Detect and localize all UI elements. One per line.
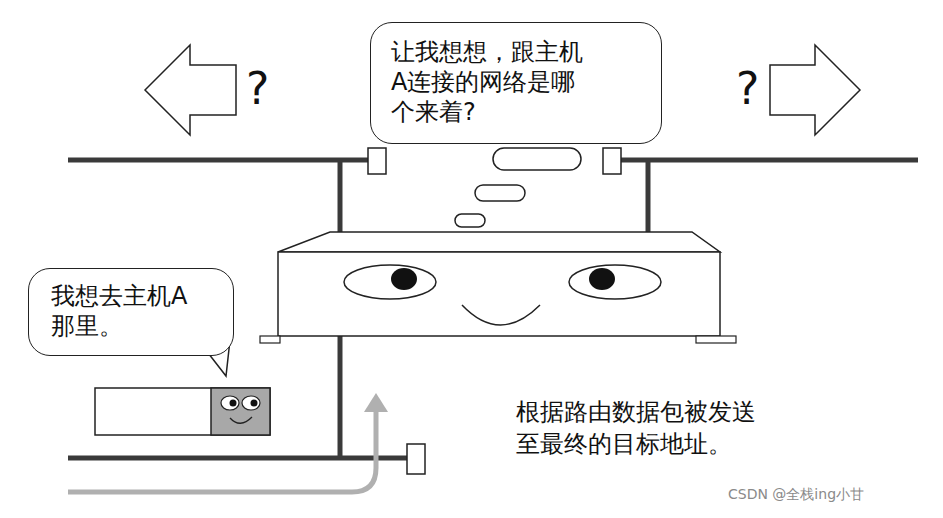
speech-bubble: 让我想想，跟主机 A连接的网络是哪 个来着?: [370, 22, 662, 144]
bubble-text: 让我想想，跟主机 A连接的网络是哪 个来着?: [391, 37, 591, 127]
question-mark: ?: [246, 62, 269, 115]
speech-bubble: 我想去主机A 那里。: [28, 268, 234, 356]
question-mark: ?: [736, 62, 759, 115]
bubble-text: 我想去主机A 那里。: [51, 281, 197, 341]
watermark: CSDN @全栈ing小甘: [728, 486, 864, 503]
caption-note: 根据路由数据包被发送 至最终的目标地址。: [516, 396, 763, 460]
